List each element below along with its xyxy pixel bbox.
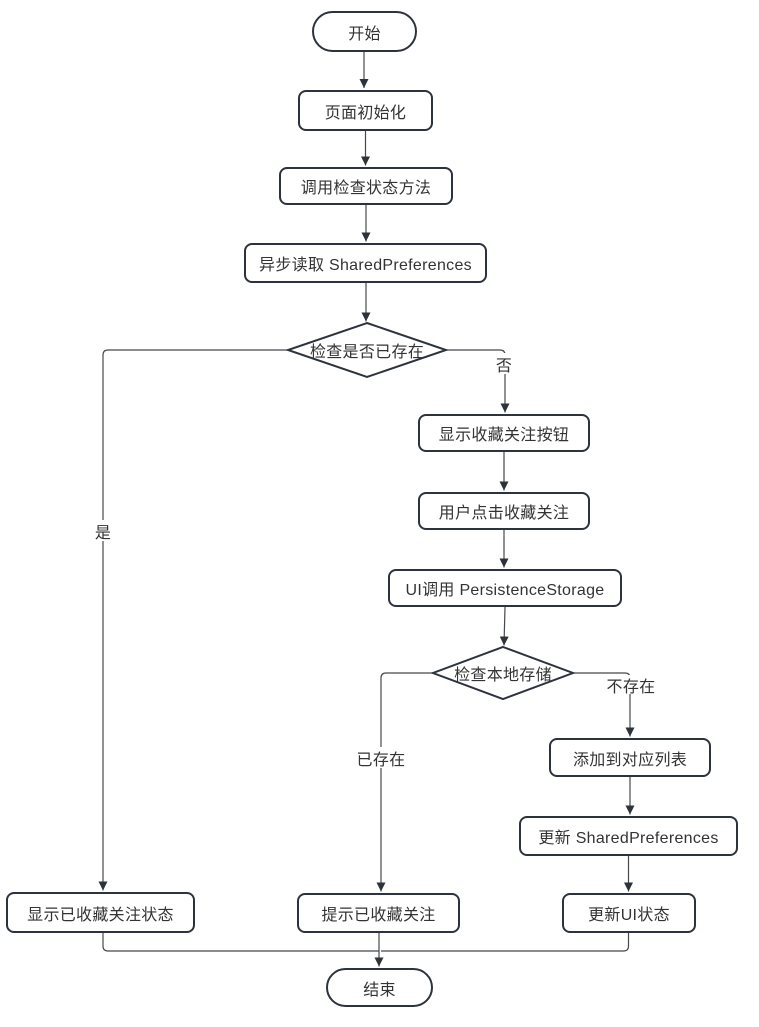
node-end: 结束	[326, 968, 433, 1007]
edge-show-state-to-end	[102, 933, 379, 952]
decision-check-exists-shape	[284, 321, 450, 379]
node-start: 开始	[312, 11, 417, 52]
node-ui-call: UI调用 PersistenceStorage	[388, 569, 622, 607]
node-prompt-done: 提示已收藏关注	[297, 893, 460, 933]
edge-label-exists: 已存在	[352, 747, 410, 769]
decision-check-local-shape	[430, 645, 576, 701]
node-update-ui: 更新UI状态	[562, 893, 696, 933]
edge-update-ui-to-end	[381, 933, 630, 952]
edge-ui-call-to-check-local	[499, 606, 509, 646]
node-update-sp: 更新 SharedPreferences	[519, 816, 738, 856]
edge-label-yes: 是	[90, 520, 116, 542]
edge-label-no: 否	[490, 353, 518, 375]
node-page-init: 页面初始化	[298, 90, 433, 131]
node-add-list: 添加到对应列表	[549, 738, 711, 777]
decision-check-exists-label: 检查是否已存在	[309, 344, 425, 361]
node-show-button: 显示收藏关注按钮	[418, 414, 590, 452]
edge-check-exists-yes-to-show-state	[98, 349, 288, 891]
node-user-click: 用户点击收藏关注	[418, 492, 590, 530]
decision-check-local-label: 检查本地存储	[454, 667, 552, 684]
node-async-read: 异步读取 SharedPreferences	[244, 243, 487, 283]
edge-label-not-exists: 不存在	[596, 675, 666, 696]
node-call-check: 调用检查状态方法	[279, 167, 453, 205]
node-show-state: 显示已收藏关注状态	[6, 892, 195, 933]
edge-check-local-exists-to-prompt-done	[376, 672, 433, 892]
